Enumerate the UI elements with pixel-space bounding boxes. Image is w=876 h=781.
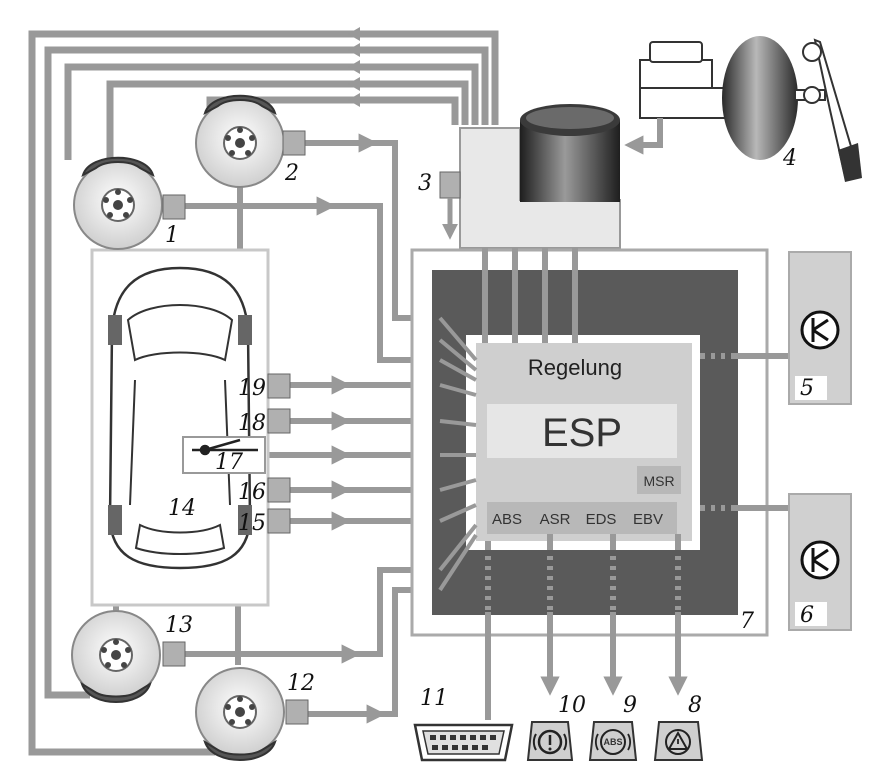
- hydraulic-lines: [28, 30, 499, 756]
- function-ebv: EBV: [633, 511, 663, 528]
- hydraulic-unit: [439, 104, 621, 249]
- label-10: 10: [558, 693, 586, 718]
- switch-icon: [800, 310, 840, 350]
- label-8: 8: [688, 693, 702, 718]
- obd-diagnostic-connector-icon: [413, 723, 514, 762]
- sensor-16: [267, 477, 291, 503]
- label-14: 14: [168, 496, 196, 521]
- switch-icon-2: [800, 540, 840, 580]
- sensor-19: [267, 373, 291, 399]
- output-dashes: [705, 353, 735, 511]
- hydraulic-arrowheads: [348, 27, 360, 107]
- function-eds: EDS: [586, 511, 617, 528]
- warning-triangle-lamp-icon: [653, 721, 704, 761]
- label-9: 9: [623, 693, 637, 718]
- brake-booster-pedal: [624, 36, 862, 182]
- output-dashes-bottom: [485, 550, 681, 612]
- label-2: 2: [284, 161, 299, 186]
- label-12: 12: [287, 671, 315, 696]
- regelung-label: Regelung: [528, 355, 622, 380]
- label-13: 13: [165, 613, 193, 638]
- label-16: 16: [238, 480, 266, 505]
- label-15: 15: [238, 511, 266, 536]
- msr-label: MSR: [643, 473, 674, 489]
- wheel-front-left: [73, 156, 186, 250]
- label-4: 4: [782, 146, 797, 171]
- car-top-view-icon: [108, 266, 252, 570]
- svg-text:ABS: ABS: [603, 737, 622, 747]
- input-bus-lines: [438, 316, 478, 592]
- sensor-18: [267, 408, 291, 434]
- wheel-rear-left: [71, 610, 186, 703]
- msr-box: [637, 466, 681, 494]
- label-5: 5: [800, 376, 814, 401]
- brake-warning-lamp-icon: [526, 721, 574, 761]
- steering-angle-sensor: [182, 436, 266, 474]
- esp-box: [487, 404, 677, 458]
- wheel-rear-right: [195, 667, 309, 761]
- label-19: 19: [238, 376, 266, 401]
- label-18: 18: [238, 411, 266, 436]
- label-3: 3: [418, 171, 432, 196]
- steering-needle-icon: [192, 438, 258, 456]
- wheel-front-right: [195, 94, 306, 188]
- sensor-15: [267, 508, 291, 534]
- label-1: 1: [165, 223, 179, 248]
- function-asr: ASR: [540, 511, 571, 528]
- label-11: 11: [420, 686, 448, 711]
- label-17: 17: [215, 450, 243, 475]
- unit-connection-lines: [482, 248, 578, 343]
- function-abs: ABS: [492, 511, 522, 528]
- functions-box: [487, 502, 677, 534]
- label-6: 6: [800, 603, 814, 628]
- abs-warning-lamp-icon: ABS: [588, 721, 638, 761]
- label-7: 7: [740, 609, 754, 634]
- esp-label: ESP: [542, 411, 622, 455]
